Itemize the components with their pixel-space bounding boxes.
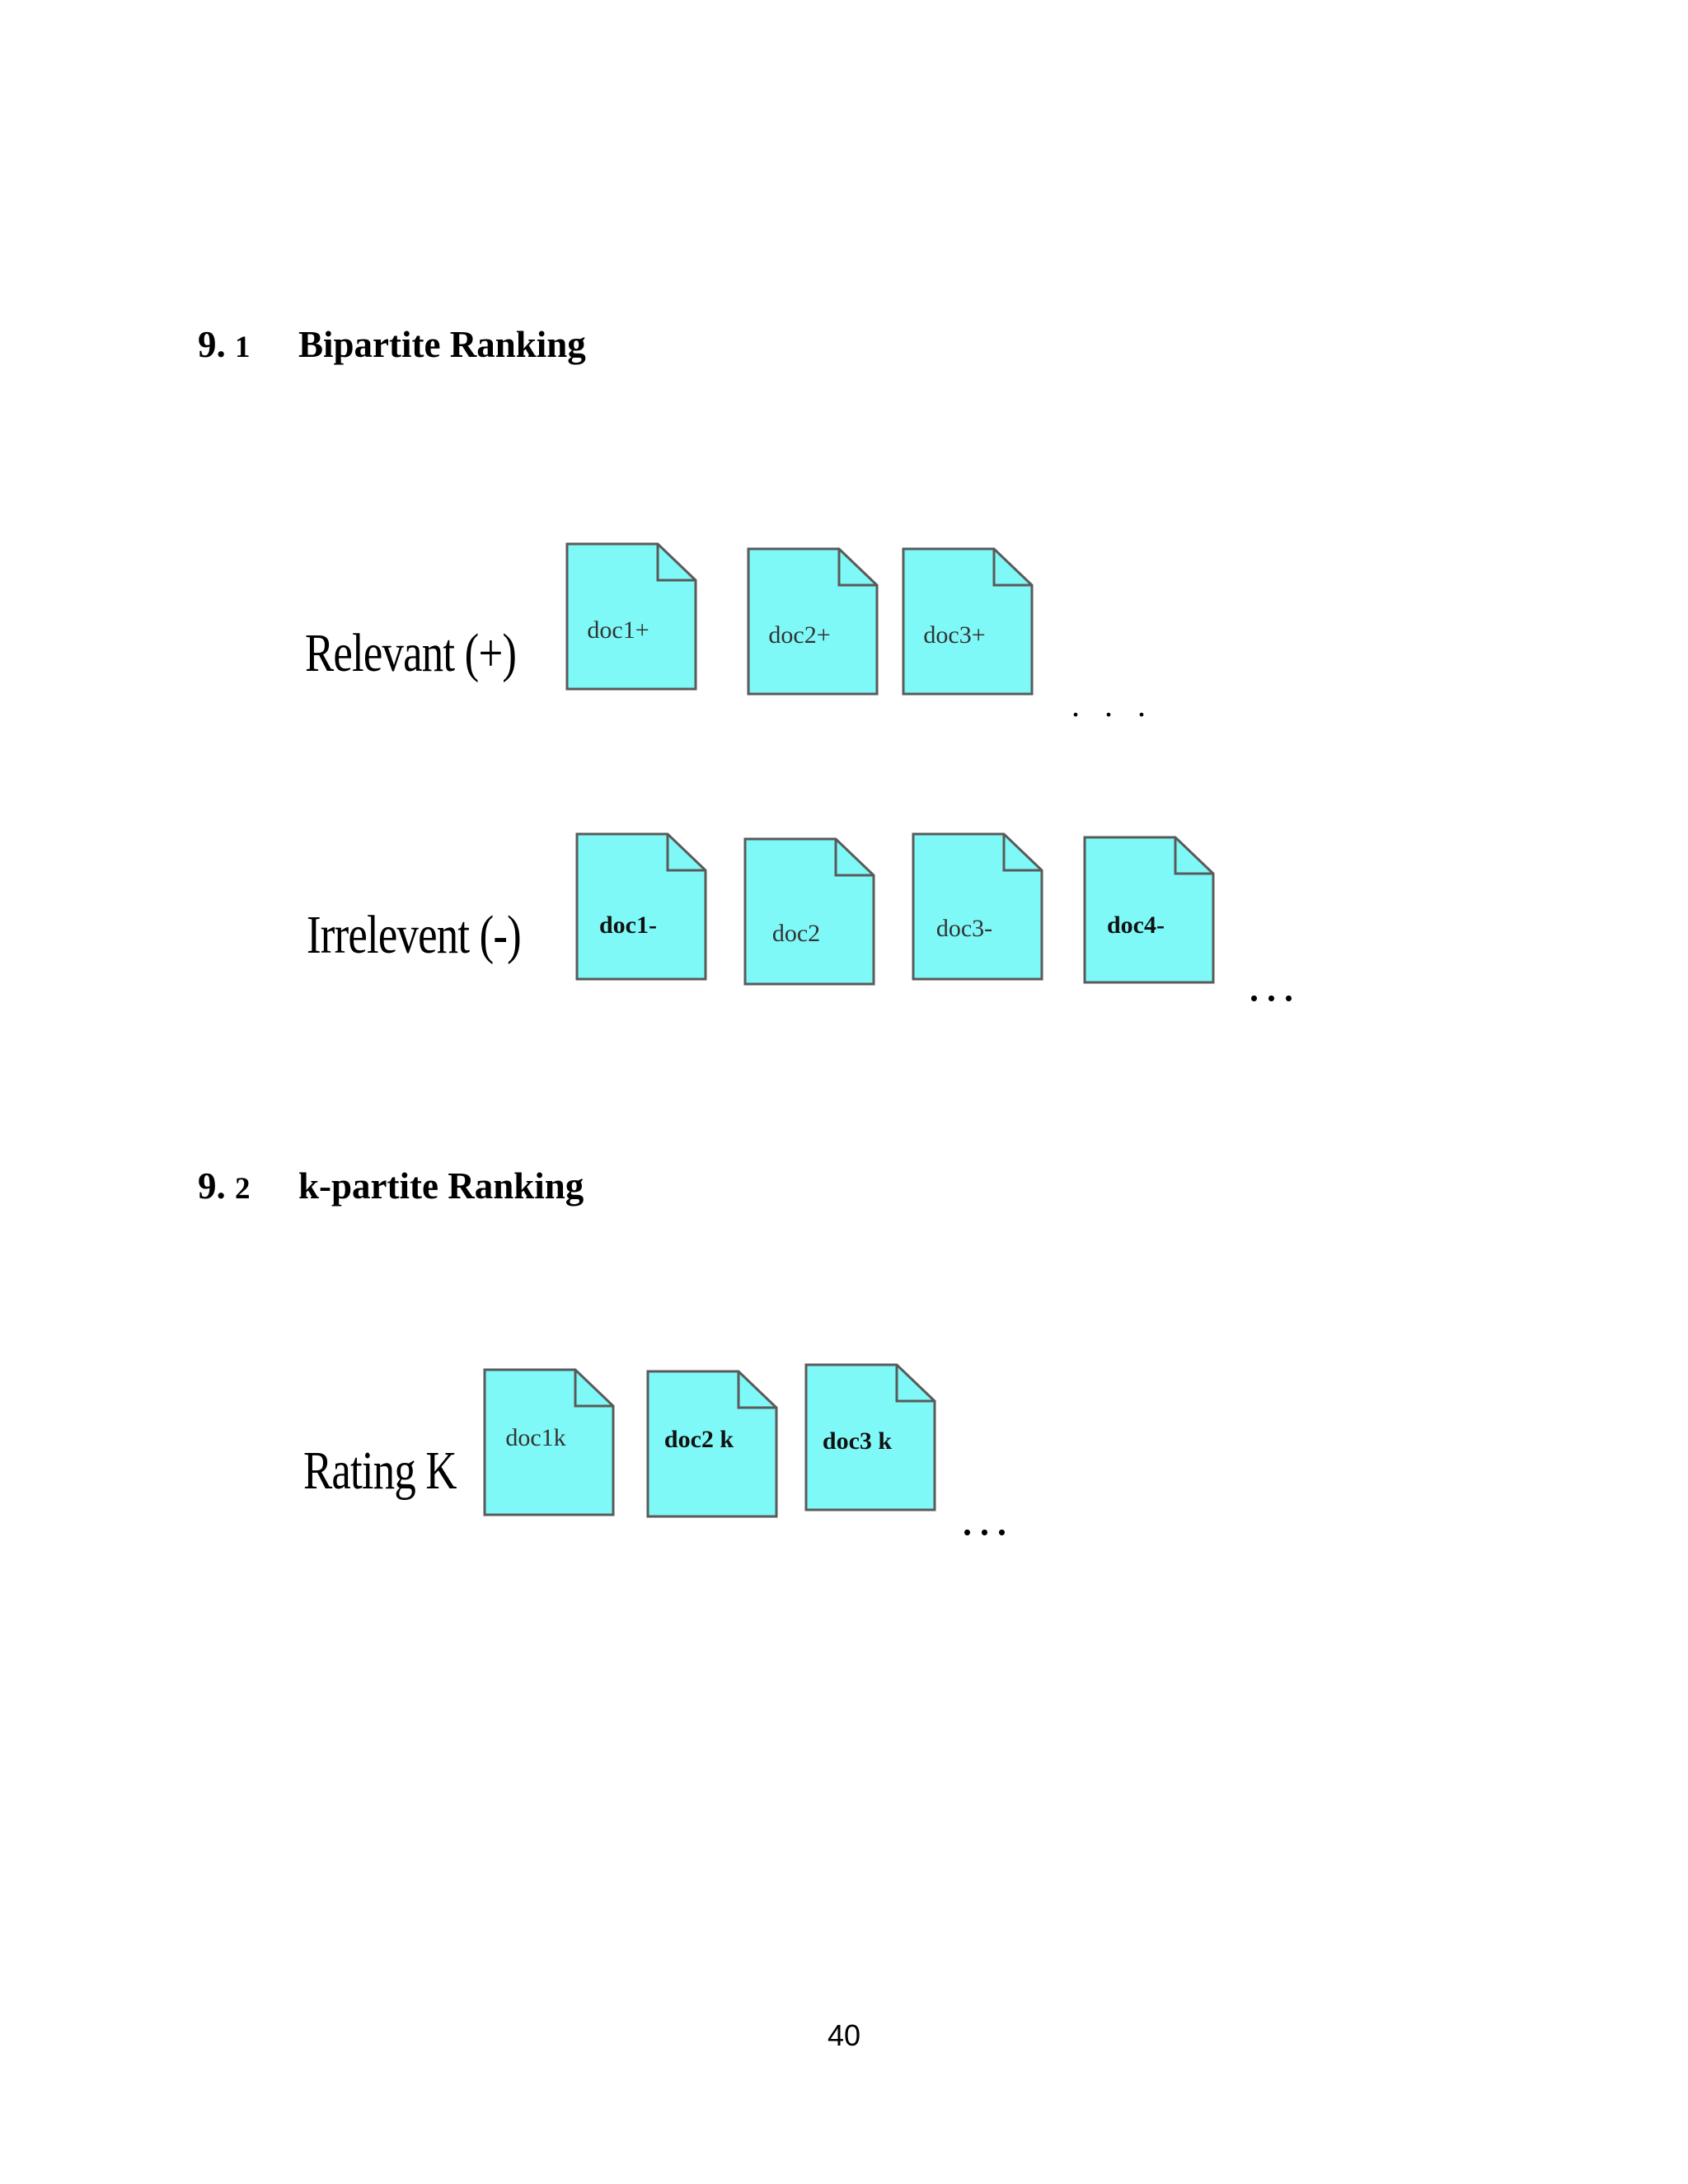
document-label: doc4-	[1107, 912, 1165, 939]
document-icon: doc3-	[912, 832, 1043, 981]
ellipsis: ...	[961, 1491, 1013, 1545]
section-number: 9. 1	[198, 324, 251, 365]
document-label: doc3+	[923, 621, 986, 649]
document-label: doc2+	[768, 621, 831, 649]
document-icon: doc3+	[902, 547, 1034, 696]
row-label-irrelevent: Irrelevent (-)	[307, 905, 522, 965]
document-label: doc1+	[587, 616, 649, 644]
document-icon: doc2	[743, 837, 875, 986]
section-title: Bipartite Ranking	[298, 324, 586, 365]
section-heading-bipartite: 9. 1 Bipartite Ranking	[198, 326, 586, 363]
ellipsis: . . .	[1071, 687, 1154, 724]
document-icon: doc2 k	[646, 1370, 778, 1518]
page-number: 40	[827, 2018, 861, 2052]
document-icon: doc4-	[1083, 836, 1215, 984]
document-icon: doc1k	[483, 1368, 615, 1516]
section-title: k-partite Ranking	[298, 1165, 584, 1207]
row-label-rating-k: Rating K	[303, 1441, 457, 1501]
document-label: doc1-	[599, 912, 657, 939]
document-icon: doc2+	[747, 547, 879, 696]
document-icon: doc1-	[575, 832, 707, 981]
document-icon: doc1+	[565, 542, 697, 691]
document-label: doc3-	[935, 915, 993, 942]
document-label: doc1k	[505, 1424, 566, 1451]
ellipsis: ...	[1248, 957, 1300, 1011]
section-heading-k-partite: 9. 2 k-partite Ranking	[198, 1168, 584, 1205]
document-label: doc2 k	[663, 1426, 734, 1453]
document-label: doc2	[771, 920, 821, 947]
document-icon: doc3 k	[804, 1363, 936, 1511]
row-label-relevant: Relevant (+)	[305, 623, 517, 683]
document-label: doc3 k	[822, 1427, 893, 1455]
section-number: 9. 2	[198, 1165, 251, 1207]
